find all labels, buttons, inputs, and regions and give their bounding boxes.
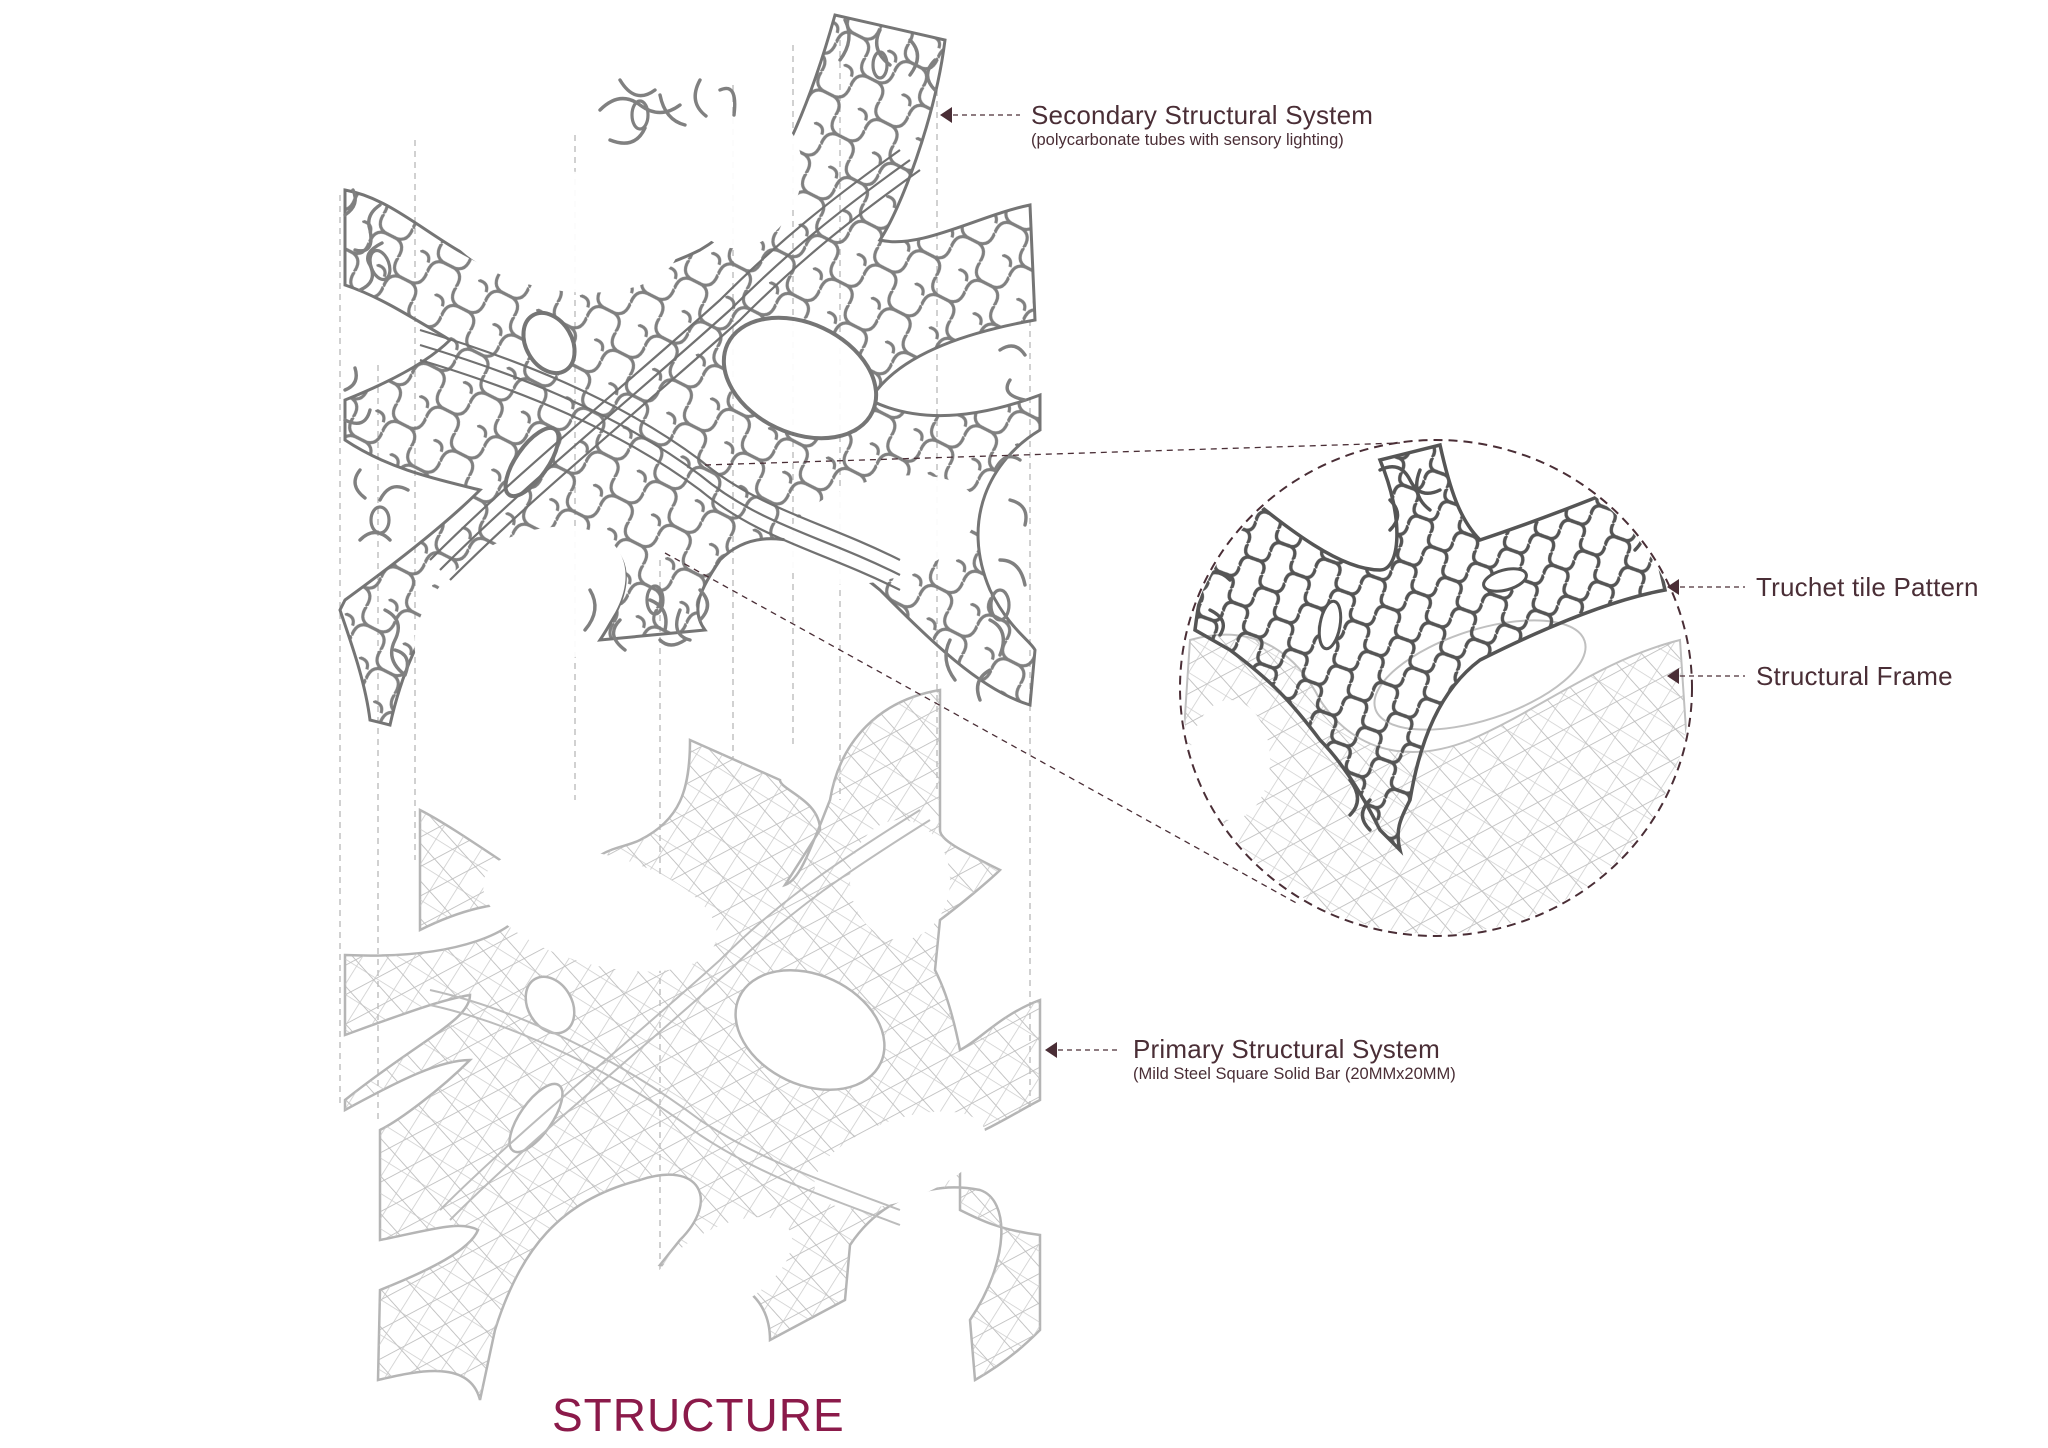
callout-leader-lines [664,442,1401,906]
secondary-structural-system-art [338,13,1042,727]
primary-structural-system-art [343,688,1042,1401]
diagram-title: STRUCTURE [552,1389,845,1441]
truchet-pointer [1667,579,1745,595]
primary-system-label: Primary Structural System (Mild Steel Sq… [1133,1034,1456,1084]
primary-system-subtitle: (Mild Steel Square Solid Bar (20MMx20MM) [1133,1065,1456,1083]
structural-frame-label: Structural Frame [1756,661,1953,691]
truchet-pattern-label: Truchet tile Pattern [1756,572,1979,602]
label-pointers [940,107,1745,1058]
detail-callout-circle [1179,439,1693,937]
structural-frame-title: Structural Frame [1756,661,1953,691]
frame-pointer [1667,668,1745,684]
primary-pointer [1045,1042,1120,1058]
secondary-pointer [940,107,1020,123]
primary-system-title: Primary Structural System [1133,1034,1440,1064]
secondary-system-subtitle: (polycarbonate tubes with sensory lighti… [1031,131,1344,149]
detail-circle-outline [1179,439,1693,937]
truchet-pattern-title: Truchet tile Pattern [1756,572,1979,602]
secondary-system-title: Secondary Structural System [1031,100,1374,130]
secondary-system-label: Secondary Structural System (polycarbona… [1031,100,1373,150]
